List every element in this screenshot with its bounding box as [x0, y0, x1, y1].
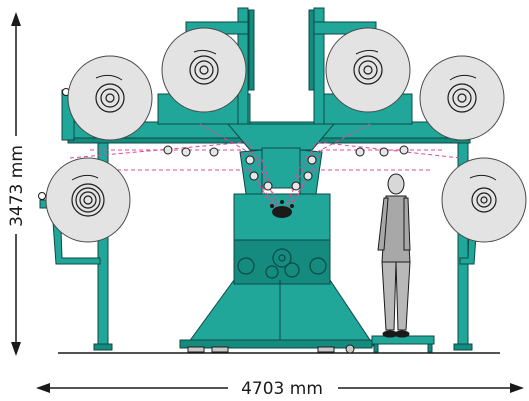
platform-legs	[373, 343, 379, 353]
center-column	[261, 147, 301, 189]
width-dimension: 4703 mm	[36, 378, 524, 399]
center-right-pole	[308, 9, 315, 91]
left-foot	[93, 343, 113, 351]
crimp-head	[270, 200, 294, 218]
roll-top-left	[67, 55, 153, 141]
arrow-icon	[355, 49, 379, 55]
base-plinth	[179, 339, 373, 349]
gearbox-panel	[233, 239, 331, 285]
arrow-icon	[193, 49, 217, 55]
height-label: 3473 mm	[7, 145, 27, 227]
height-dimension: 3473 mm	[4, 12, 28, 356]
roll-lower-right	[441, 157, 527, 243]
roll-lower-left	[45, 157, 131, 243]
web-paths	[69, 123, 461, 215]
roll-top-right	[419, 55, 505, 141]
width-label: 4703 mm	[241, 379, 323, 399]
roll-top-inner-left	[161, 27, 247, 113]
arrow-icon	[71, 174, 99, 181]
funnel	[226, 123, 336, 151]
roll-top-inner-right	[325, 27, 411, 113]
base-wheels	[187, 344, 355, 354]
gear-cluster	[237, 248, 327, 279]
person-scale-figure	[377, 173, 411, 338]
arrow-icon	[95, 74, 123, 81]
guide-rollers	[163, 145, 409, 191]
arrow-icon	[469, 174, 497, 181]
right-foot	[453, 343, 473, 351]
center-left-pole	[248, 9, 255, 91]
arrow-icon	[449, 74, 477, 81]
